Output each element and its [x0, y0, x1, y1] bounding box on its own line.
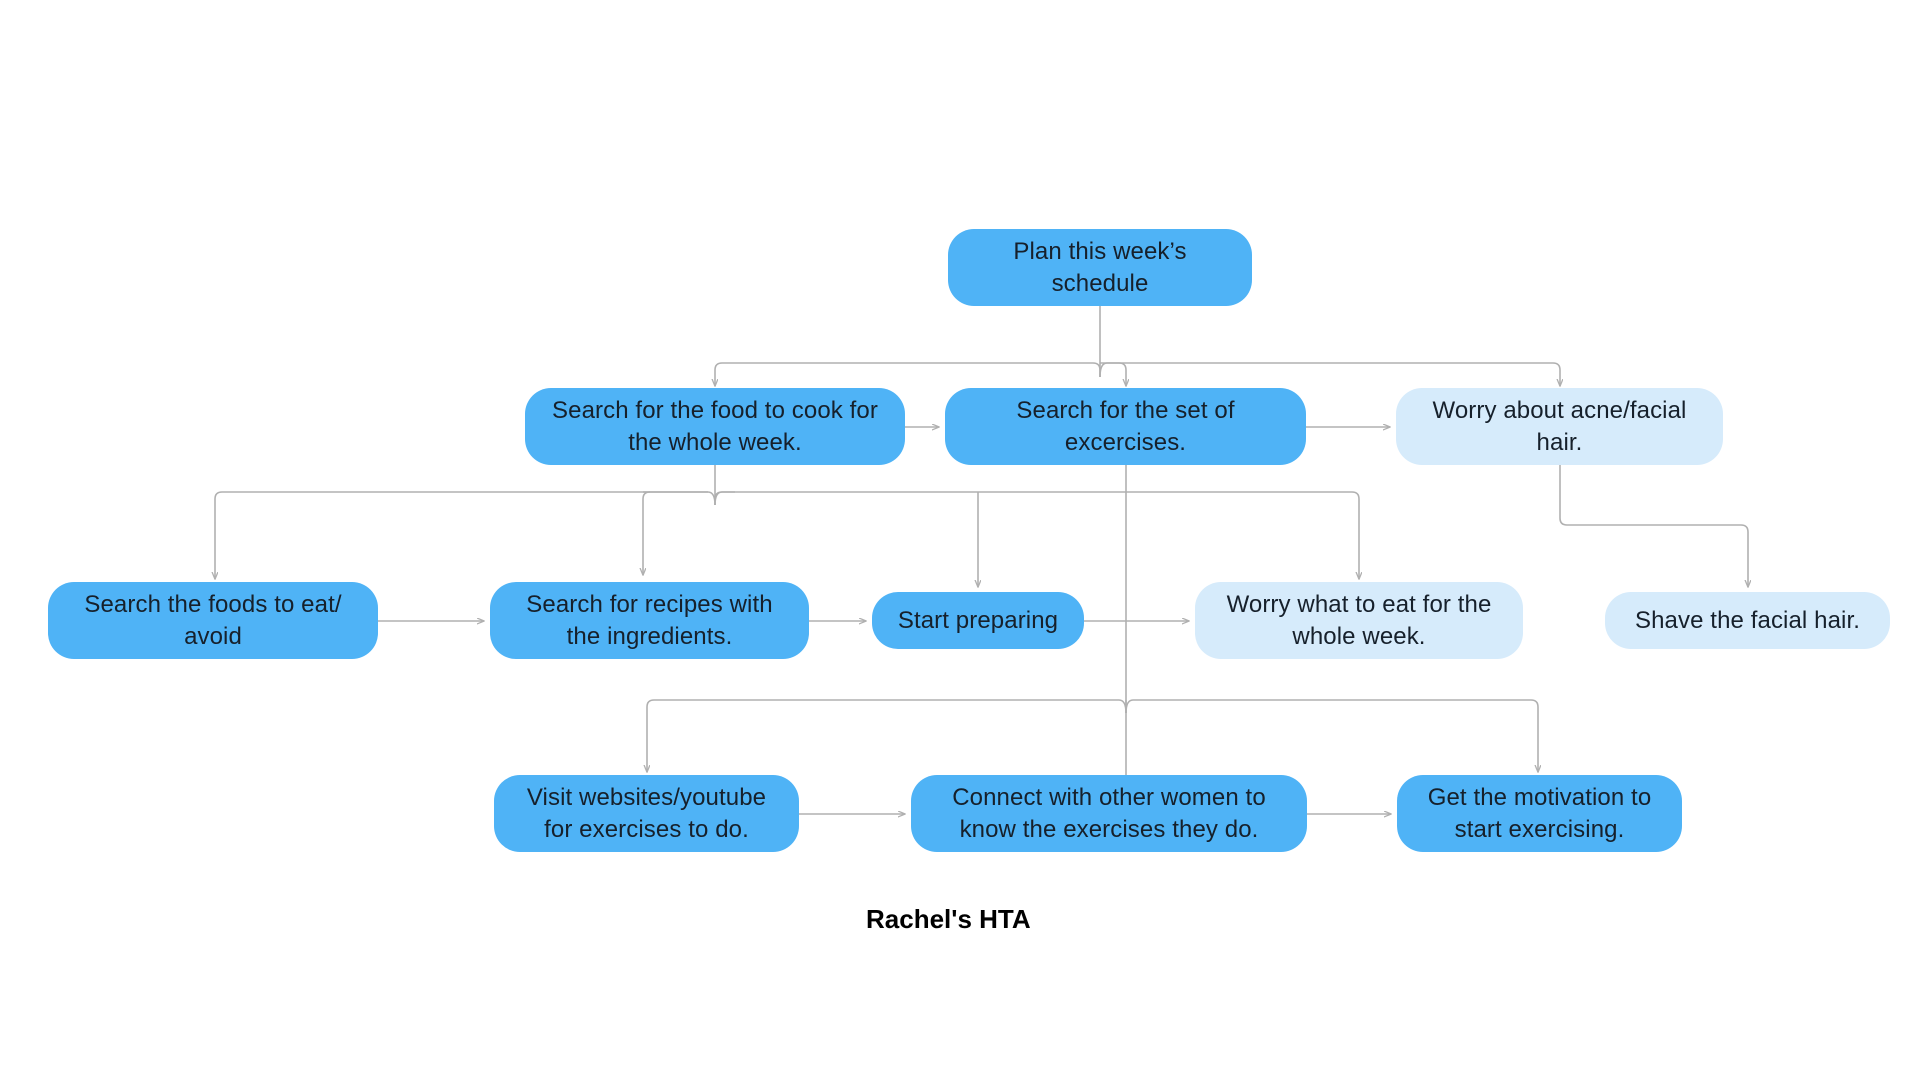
edge-food-bus-left — [214, 491, 716, 575]
edge-exc-bus-left — [646, 699, 1127, 768]
node-search-food-to-cook[interactable]: Search for the food to cook for the whol… — [525, 388, 905, 465]
node-worry-what-to-eat[interactable]: Worry what to eat for the whole week. — [1195, 582, 1523, 659]
node-search-foods-to-eat-avoid[interactable]: Search the foods to eat/ avoid — [48, 582, 378, 659]
edge-acne-to-shave-elbow — [1559, 465, 1748, 587]
edge-exc-bus-right — [1125, 699, 1539, 768]
node-search-set-of-excercises[interactable]: Search for the set of excercises. — [945, 388, 1306, 465]
diagram-caption: Rachel's HTA — [866, 904, 1031, 934]
node-search-recipes-ingredients[interactable]: Search for recipes with the ingredients. — [490, 582, 809, 659]
node-start-preparing[interactable]: Start preparing — [872, 592, 1084, 649]
edge-food-drop-recipes — [643, 491, 723, 575]
node-visit-websites-youtube[interactable]: Visit websites/youtube for exercises to … — [494, 775, 799, 852]
edge-food-bus-right — [722, 491, 1360, 575]
edge-food-bus-recipes — [714, 491, 735, 506]
node-get-the-motivation[interactable]: Get the motivation to start exercising. — [1397, 775, 1682, 852]
node-shave-the-facial-hair[interactable]: Shave the facial hair. — [1605, 592, 1890, 649]
node-plan-week-schedule[interactable]: Plan this week’s schedule — [948, 229, 1252, 306]
edge-root-bus-right — [1100, 362, 1561, 382]
edge-root-bus-mid — [1099, 362, 1127, 382]
node-connect-with-other-women[interactable]: Connect with other women to know the exe… — [911, 775, 1307, 852]
edge-root-bus-left — [714, 362, 1101, 382]
node-worry-about-acne-facial-hair[interactable]: Worry about acne/facial hair. — [1396, 388, 1723, 465]
